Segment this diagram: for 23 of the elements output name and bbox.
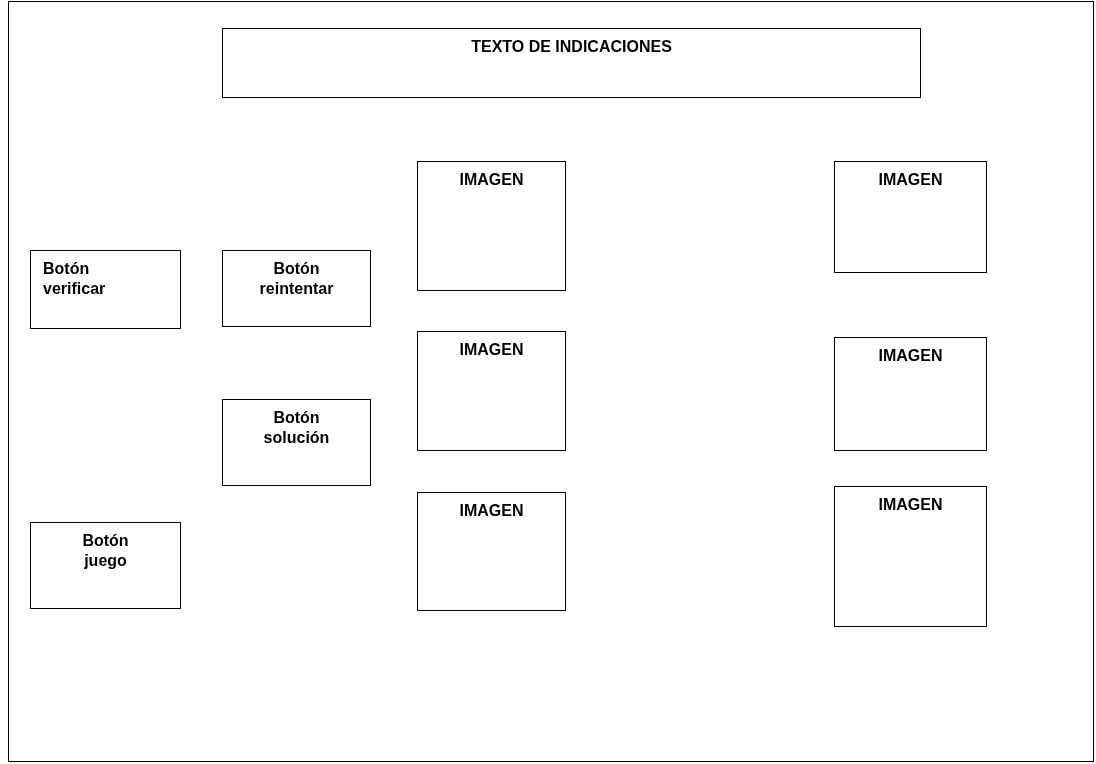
box-label: IMAGEN: [458, 170, 525, 190]
box-label: Botón juego: [81, 531, 130, 571]
wireframe-box: [417, 331, 566, 451]
box-label: IMAGEN: [877, 495, 944, 515]
wireframe-box: [417, 161, 566, 291]
box-label: IMAGEN: [458, 501, 525, 521]
box-label: Botón reintentar: [258, 259, 335, 299]
box-label: IMAGEN: [877, 170, 944, 190]
box-label: Botón verificar: [43, 259, 107, 299]
box-label: Botón solución: [262, 408, 331, 448]
box-label: IMAGEN: [458, 340, 525, 360]
box-label: IMAGEN: [877, 346, 944, 366]
wireframe-box: [222, 399, 371, 486]
box-label: TEXTO DE INDICACIONES: [470, 37, 673, 57]
wireframe-box: [834, 161, 987, 273]
wireframe-box: [222, 250, 371, 327]
wireframe-box: [834, 337, 987, 451]
wireframe-box: [30, 522, 181, 609]
wireframe-box: [222, 28, 921, 98]
frame-box: [8, 1, 1094, 762]
wireframe-box: [834, 486, 987, 627]
wireframe-box: [417, 492, 566, 611]
wireframe-box: [30, 250, 181, 329]
